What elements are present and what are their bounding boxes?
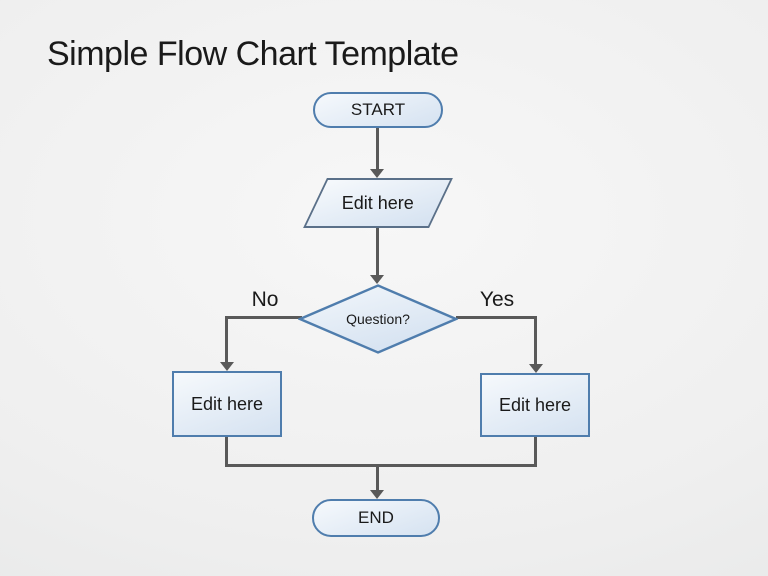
start-label: START bbox=[350, 100, 406, 119]
flowchart-node-decision: Question? bbox=[298, 284, 458, 354]
connector-input-to-decision bbox=[376, 228, 379, 276]
process-left-label: Edit here bbox=[190, 393, 264, 414]
arrowhead-into-input-icon bbox=[370, 169, 384, 178]
connector-right-process-down bbox=[534, 437, 537, 467]
branch-label-no: No bbox=[251, 288, 279, 311]
connector-no-horizontal bbox=[225, 316, 302, 319]
flowchart-node-process-right: Edit here bbox=[480, 373, 590, 437]
input-label: Edit here bbox=[341, 192, 415, 213]
flowchart-node-end: END bbox=[312, 499, 440, 537]
arrowhead-into-decision-icon bbox=[370, 275, 384, 284]
arrowhead-into-right-process-icon bbox=[529, 364, 543, 373]
decision-label: Question? bbox=[346, 311, 410, 327]
flowchart-node-process-left: Edit here bbox=[172, 371, 282, 437]
connector-left-process-down bbox=[225, 437, 228, 467]
flowchart-node-start: START bbox=[313, 92, 443, 128]
connector-start-to-input bbox=[376, 128, 379, 170]
connector-no-vertical bbox=[225, 316, 228, 363]
slide-title: Simple Flow Chart Template bbox=[47, 35, 459, 73]
branch-label-yes: Yes bbox=[479, 288, 515, 311]
process-right-label: Edit here bbox=[498, 394, 572, 415]
decision-diamond-icon bbox=[298, 284, 458, 354]
arrowhead-into-left-process-icon bbox=[220, 362, 234, 371]
arrowhead-into-end-icon bbox=[370, 490, 384, 499]
connector-merge-to-end bbox=[376, 464, 379, 491]
connector-yes-horizontal bbox=[456, 316, 537, 319]
end-label: END bbox=[358, 508, 394, 527]
flowchart-node-input: Edit here bbox=[303, 178, 453, 228]
connector-yes-vertical bbox=[534, 316, 537, 365]
connector-merge-horizontal bbox=[225, 464, 537, 467]
